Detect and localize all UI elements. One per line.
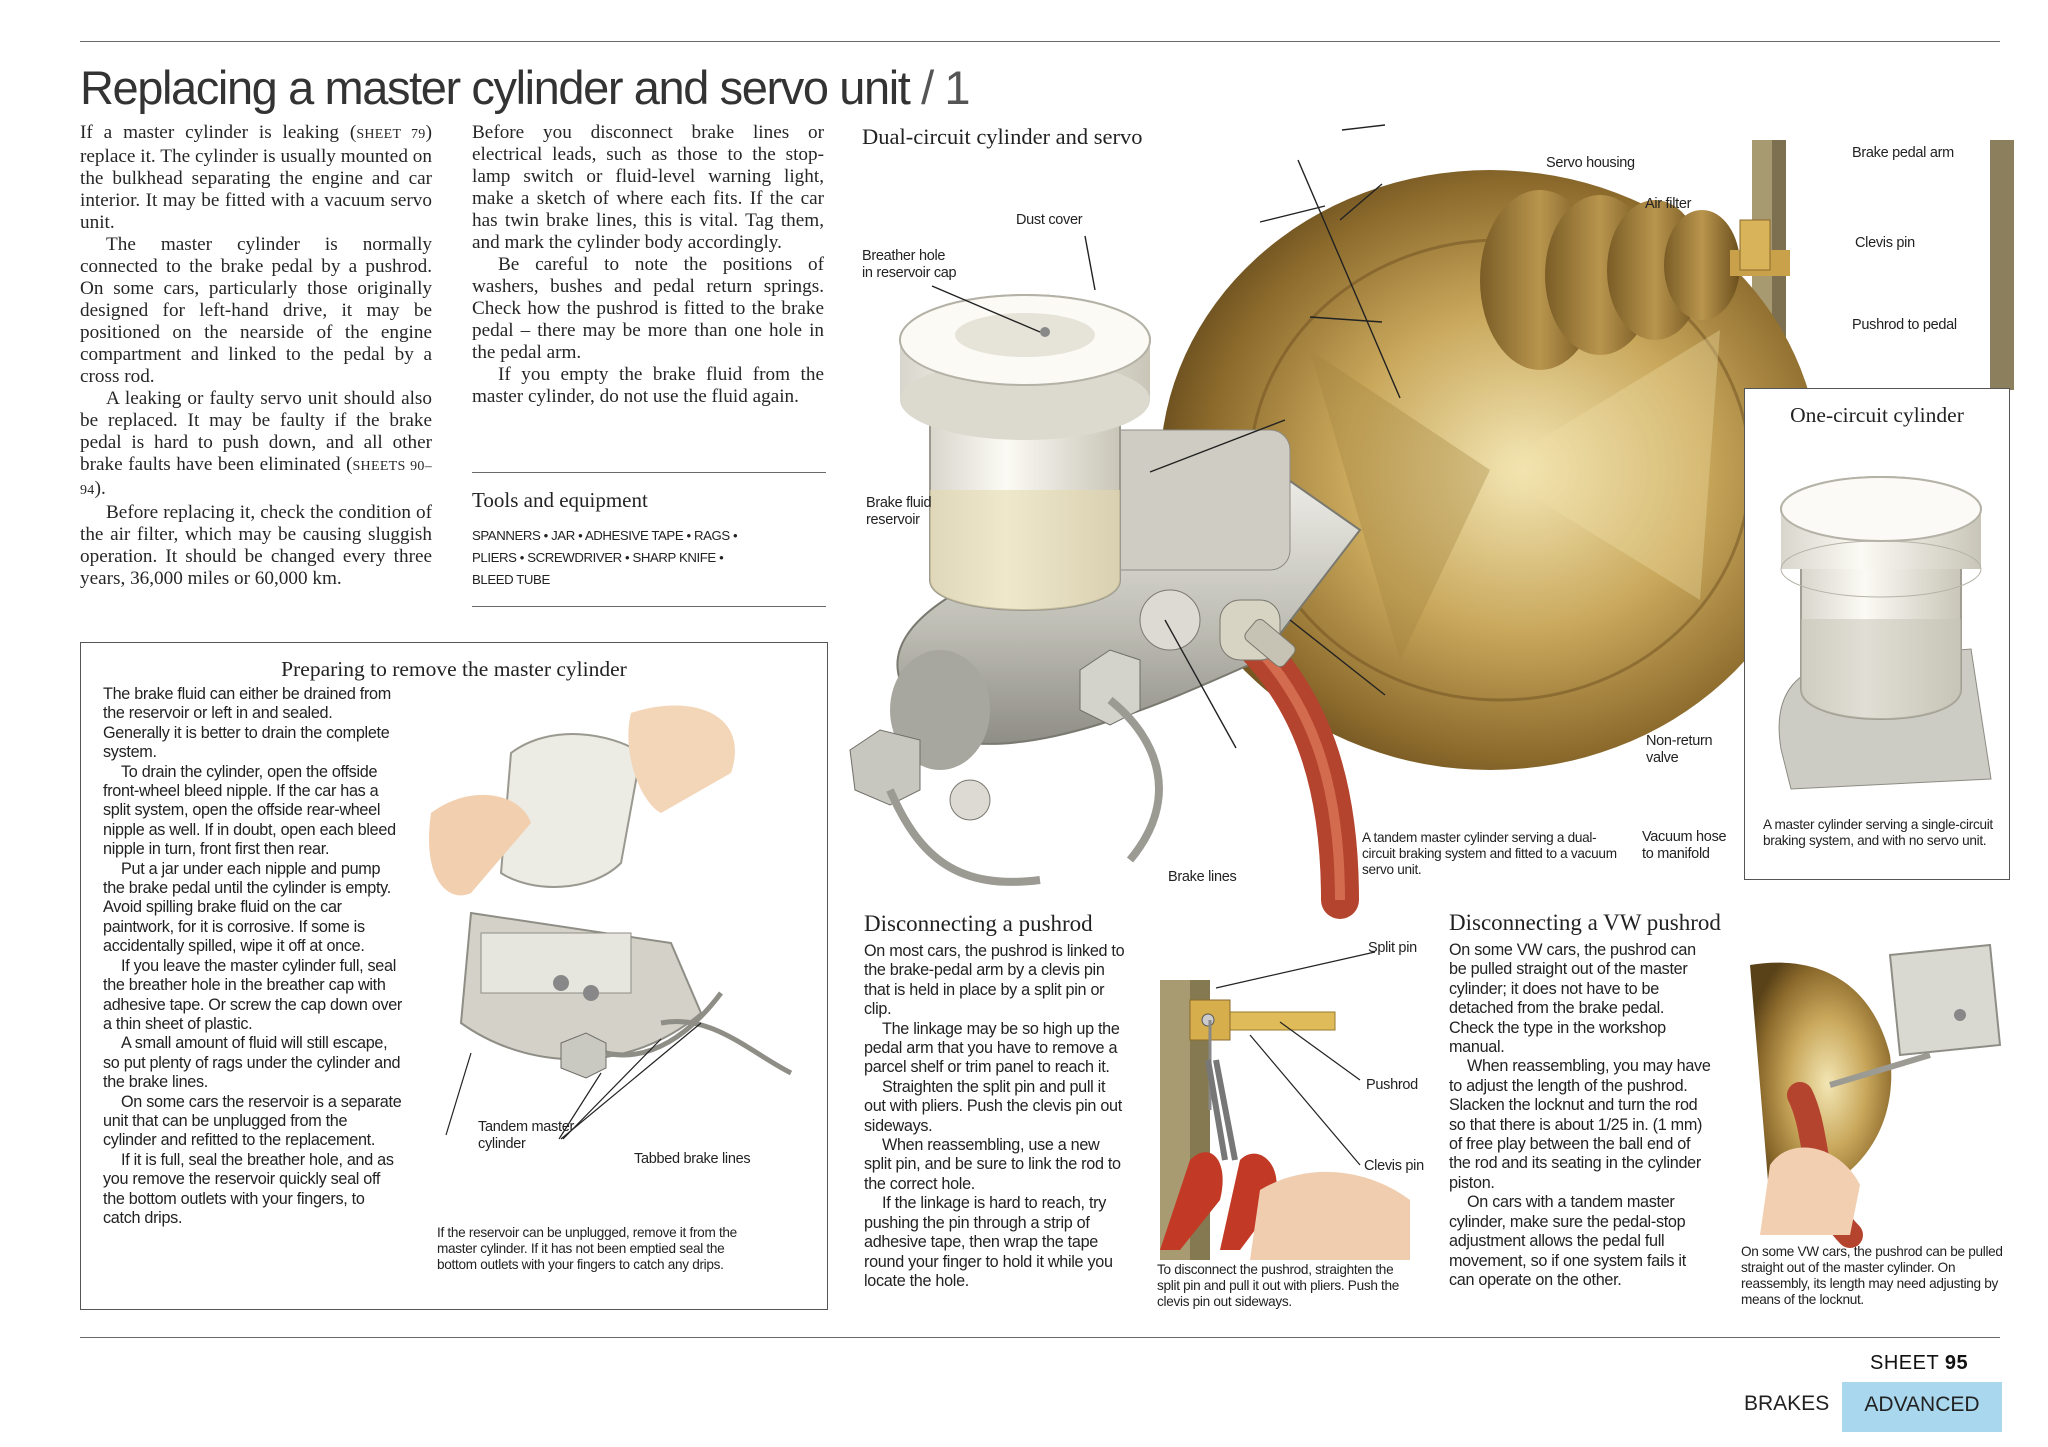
vacuum-hose [1219, 599, 1359, 919]
preparing-paragraph: Put a jar under each nipple and pump the… [103, 859, 391, 956]
label-breather-hole: Breather hole in reservoir cap [862, 248, 957, 281]
preparing-paragraph: On some cars the reservoir is a separate… [103, 1092, 402, 1150]
one-circuit-illustration [1778, 476, 1992, 790]
tools-rule-top [472, 472, 826, 473]
pushrod-paragraph: On most cars, the pushrod is linked to t… [864, 942, 1125, 1019]
tools-list: SPANNERS • JAR • ADHESIVE TAPE • RAGS • … [472, 525, 832, 591]
preparing-text: The brake fluid can either be drained fr… [103, 685, 403, 1228]
label-split-pin: Split pin [1368, 940, 1417, 956]
label-pushrod-to-pedal: Pushrod to pedal [1852, 317, 1957, 333]
vw-paragraph: On some VW cars, the pushrod can be pull… [1449, 941, 1696, 1057]
vw-paragraph: When reassembling, you may have to adjus… [1449, 1057, 1711, 1192]
label-brake-pedal-arm: Brake pedal arm [1852, 145, 1954, 161]
tools-line: SPANNERS • JAR • ADHESIVE TAPE • RAGS • [472, 528, 738, 543]
master-cylinder-body [890, 429, 1362, 821]
dual-heading: Dual-circuit cylinder and servo [862, 124, 1143, 149]
pushrod-paragraph: The linkage may be so high up the pedal … [864, 1019, 1120, 1077]
pushrod-paragraph: If the linkage is hard to reach, try pus… [864, 1194, 1113, 1290]
label-clevis-pin-2: Clevis pin [1364, 1158, 1424, 1174]
dual-circuit-illustration [849, 124, 2014, 919]
preparing-paragraph: A small amount of fluid will still escap… [103, 1034, 401, 1092]
label-brake-lines: Brake lines [1168, 869, 1237, 885]
pushrod-text: On most cars, the pushrod is linked to t… [864, 942, 1128, 1291]
top-rule [80, 41, 2000, 42]
intro-paragraph: If a master cylinder is leaking (SHEET 7… [80, 122, 432, 233]
bottom-rule [80, 1337, 2000, 1338]
intro-column-1: If a master cylinder is leaking (SHEET 7… [80, 122, 432, 590]
intro-paragraph: Before replacing it, check the condition… [80, 502, 432, 589]
brake-line-unions [849, 649, 1163, 886]
vw-paragraph: On cars with a tandem master cylinder, m… [1449, 1193, 1686, 1289]
label-servo-housing: Servo housing [1546, 155, 1635, 171]
intro-column-2: Before you disconnect brake lines or ele… [472, 122, 824, 408]
preparing-paragraph: If you leave the master cylinder full, s… [103, 956, 403, 1033]
preparing-paragraph: The brake fluid can either be drained fr… [103, 685, 391, 762]
vw-illustration [1750, 943, 2002, 1248]
page-part: / 1 [921, 61, 970, 114]
level-label: ADVANCED [1864, 1393, 1980, 1416]
pushrod-paragraph: Straighten the split pin and pull it out… [864, 1077, 1122, 1135]
vw-text: On some VW cars, the pushrod can be pull… [1449, 941, 1711, 1290]
preparing-paragraph: To drain the cylinder, open the offside … [103, 762, 396, 859]
label-dust-cover: Dust cover [1016, 212, 1083, 228]
preparing-illustration [429, 705, 793, 1140]
one-circuit-panel: One-circuit cylinder A master cylinder s… [1744, 388, 2010, 880]
vw-caption: On some VW cars, the pushrod can be pull… [1741, 1244, 2003, 1307]
page-title: Replacing a master cylinder and servo un… [80, 61, 971, 114]
one-circuit-caption: A master cylinder serving a single-circu… [1763, 817, 1993, 848]
dual-caption: A tandem master cylinder serving a dual-… [1362, 830, 1617, 877]
intro-paragraph: The master cylinder is normally connecte… [80, 234, 432, 387]
section-label: BRAKES [1744, 1392, 1830, 1415]
label-tabbed-brake-lines: Tabbed brake lines [634, 1151, 751, 1167]
preparing-panel: Preparing to remove the master cylinder … [80, 642, 828, 1310]
intro-paragraph: Before you disconnect brake lines or ele… [472, 122, 824, 253]
preparing-heading: Preparing to remove the master cylinder [281, 657, 627, 681]
tools-line: BLEED TUBE [472, 572, 550, 587]
dual-leader-lines [931, 124, 1401, 749]
tools-rule-bottom [472, 606, 826, 607]
label-tandem-master-cylinder: Tandem master cylinder [478, 1119, 575, 1152]
label-clevis-pin: Clevis pin [1855, 235, 1915, 251]
preparing-caption: If the reservoir can be unplugged, remov… [437, 1225, 737, 1272]
tools-heading: Tools and equipment [472, 488, 648, 512]
sheet-number: SHEET 95 [1870, 1352, 1969, 1374]
label-pushrod: Pushrod [1366, 1077, 1418, 1093]
intro-paragraph: If you empty the brake fluid from the ma… [472, 364, 824, 407]
pushrod-heading: Disconnecting a pushrod [864, 911, 1093, 936]
intro-paragraph: Be careful to note the positions of wash… [472, 254, 824, 363]
pushrod-caption: To disconnect the pushrod, straighten th… [1157, 1262, 1400, 1309]
label-brake-fluid-reservoir: Brake fluid reservoir [866, 495, 932, 528]
label-vacuum-hose: Vacuum hose to manifold [1642, 829, 1727, 862]
air-filter-bellows [1480, 190, 1790, 370]
label-air-filter: Air filter [1645, 196, 1692, 212]
intro-paragraph: A leaking or faulty servo unit should al… [80, 388, 432, 499]
tools-line: PLIERS • SCREWDRIVER • SHARP KNIFE • [472, 550, 724, 565]
one-circuit-heading: One-circuit cylinder [1790, 403, 1964, 427]
label-non-return-valve: Non-return valve [1646, 733, 1713, 766]
pushrod-illustration [1160, 951, 1410, 1260]
pushrod-paragraph: When reassembling, use a new split pin, … [864, 1136, 1121, 1193]
brake-fluid-reservoir [899, 294, 1151, 611]
level-badge: ADVANCED [1842, 1382, 2002, 1432]
vw-heading: Disconnecting a VW pushrod [1449, 910, 1721, 935]
preparing-paragraph: If it is full, seal the breather hole, a… [103, 1150, 394, 1227]
